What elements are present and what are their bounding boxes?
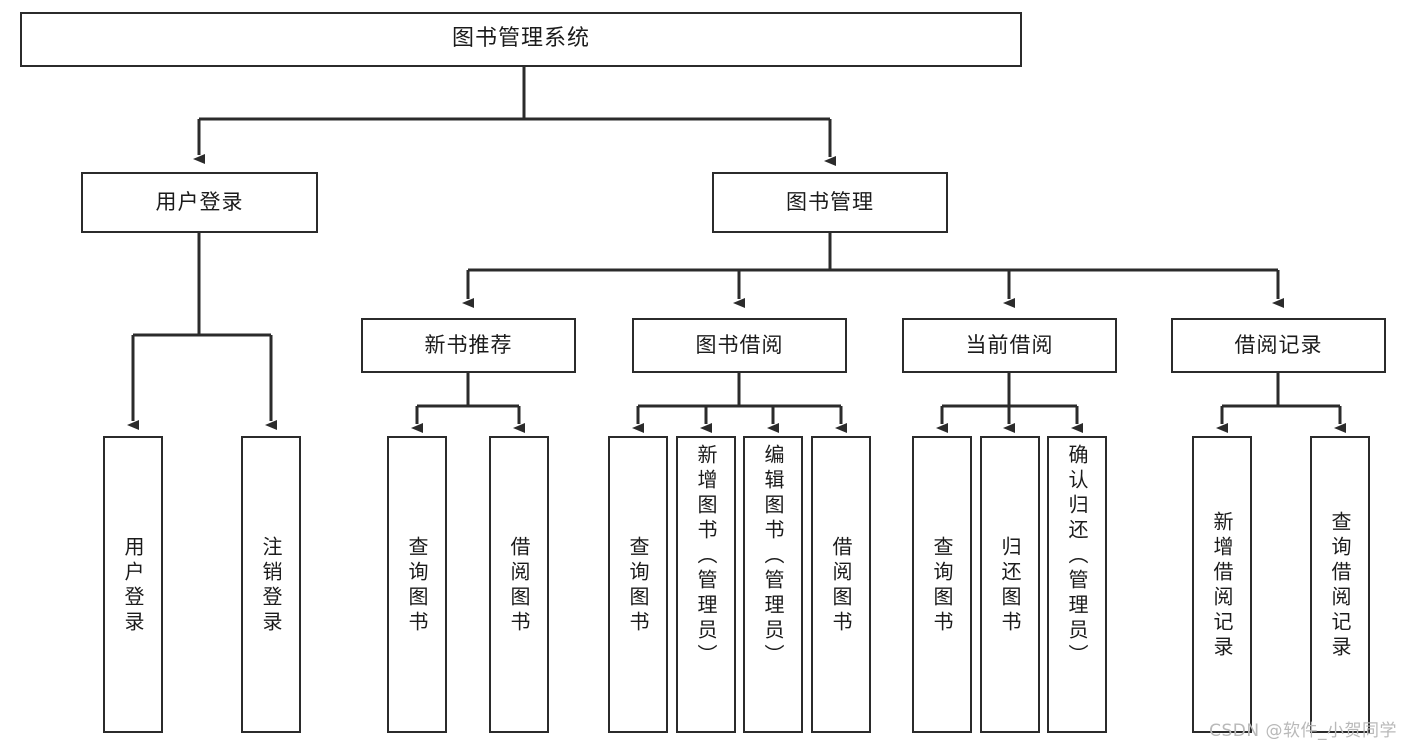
- leaf-newbook-borrow-book[interactable]: 借阅图书: [489, 436, 549, 733]
- leaf-newbook-borrow-book-label: 借阅图书: [507, 535, 531, 636]
- leaf-borrow-book-inner: 借阅图书: [813, 440, 869, 731]
- leaf-borrow-book-label: 借阅图书: [829, 535, 853, 636]
- leaf-edit-book-admin-label: 编辑图书（管理员）: [761, 444, 785, 669]
- leaf-newbook-query-book[interactable]: 查询图书: [387, 436, 447, 733]
- leaf-logout-inner: 注销登录: [243, 440, 299, 731]
- leaf-borrow-query-book-label: 查询图书: [626, 535, 650, 636]
- leaf-add-book-admin[interactable]: 新增图书（管理员）: [676, 436, 736, 733]
- node-book-borrow[interactable]: 图书借阅: [632, 318, 847, 373]
- leaf-add-borrow-record-inner: 新增借阅记录: [1194, 440, 1250, 731]
- leaf-return-book-inner: 归还图书: [982, 440, 1038, 731]
- node-book-management-label: 图书管理: [786, 189, 874, 214]
- leaf-confirm-return-admin[interactable]: 确认归还（管理员）: [1047, 436, 1107, 733]
- node-user-login[interactable]: 用户登录: [81, 172, 318, 233]
- leaf-user-login[interactable]: 用户登录: [103, 436, 163, 733]
- node-user-login-label: 用户登录: [155, 189, 244, 214]
- leaf-newbook-borrow-book-inner: 借阅图书: [491, 440, 547, 731]
- leaf-user-login-inner: 用户登录: [105, 440, 161, 731]
- leaf-query-borrow-record[interactable]: 查询借阅记录: [1310, 436, 1370, 733]
- leaf-edit-book-admin-inner: 编辑图书（管理员）: [745, 440, 801, 735]
- node-borrow-record[interactable]: 借阅记录: [1171, 318, 1386, 373]
- csdn-watermark: CSDN @软件_小贺同学: [1209, 721, 1397, 741]
- node-book-management[interactable]: 图书管理: [712, 172, 948, 233]
- leaf-add-borrow-record[interactable]: 新增借阅记录: [1192, 436, 1252, 733]
- node-current-borrow[interactable]: 当前借阅: [902, 318, 1117, 373]
- node-new-book-recommend-label: 新书推荐: [424, 332, 513, 357]
- leaf-current-query-book-inner: 查询图书: [914, 440, 970, 731]
- leaf-newbook-query-book-label: 查询图书: [405, 535, 429, 636]
- leaf-confirm-return-admin-label: 确认归还（管理员）: [1065, 444, 1089, 669]
- leaf-return-book[interactable]: 归还图书: [980, 436, 1040, 733]
- node-root-system[interactable]: 图书管理系统: [20, 12, 1022, 67]
- leaf-return-book-label: 归还图书: [998, 535, 1022, 636]
- leaf-add-borrow-record-label: 新增借阅记录: [1210, 510, 1234, 661]
- leaf-newbook-query-book-inner: 查询图书: [389, 440, 445, 731]
- node-book-borrow-label: 图书借阅: [695, 332, 784, 357]
- leaf-edit-book-admin[interactable]: 编辑图书（管理员）: [743, 436, 803, 733]
- leaf-add-book-admin-inner: 新增图书（管理员）: [678, 440, 734, 735]
- leaf-current-query-book[interactable]: 查询图书: [912, 436, 972, 733]
- node-current-borrow-label: 当前借阅: [965, 332, 1054, 357]
- leaf-logout[interactable]: 注销登录: [241, 436, 301, 733]
- leaf-logout-label: 注销登录: [259, 535, 283, 636]
- leaf-borrow-query-book[interactable]: 查询图书: [608, 436, 668, 733]
- leaf-user-login-label: 用户登录: [121, 535, 145, 636]
- leaf-query-borrow-record-label: 查询借阅记录: [1328, 510, 1352, 661]
- leaf-current-query-book-label: 查询图书: [930, 535, 954, 636]
- leaf-confirm-return-admin-inner: 确认归还（管理员）: [1049, 440, 1105, 735]
- leaf-query-borrow-record-inner: 查询借阅记录: [1312, 440, 1368, 731]
- leaf-borrow-book[interactable]: 借阅图书: [811, 436, 871, 733]
- node-new-book-recommend[interactable]: 新书推荐: [361, 318, 576, 373]
- node-borrow-record-label: 借阅记录: [1234, 332, 1323, 357]
- leaf-add-book-admin-label: 新增图书（管理员）: [694, 444, 718, 669]
- node-root-label: 图书管理系统: [451, 26, 590, 52]
- leaf-borrow-query-book-inner: 查询图书: [610, 440, 666, 731]
